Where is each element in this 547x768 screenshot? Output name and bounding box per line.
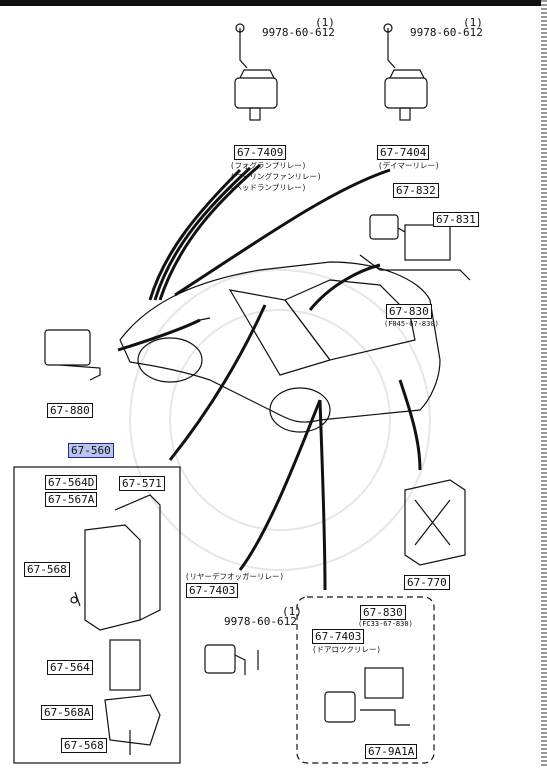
door-lock-group-frame <box>296 596 435 764</box>
car-outline <box>119 261 441 433</box>
part-67-880[interactable]: 67-880 <box>47 403 93 418</box>
bolt-note-left: (1) <box>315 16 335 29</box>
relay-7409-drawing <box>234 23 278 121</box>
part-67-831[interactable]: 67-831 <box>433 212 479 227</box>
bolt-label-bottom[interactable]: 9978-60-612 <box>224 615 297 628</box>
part-67-830-top[interactable]: 67-830 <box>386 304 432 319</box>
part-67-571[interactable]: 67-571 <box>119 476 165 491</box>
bolt-label-left[interactable]: 9978-60-612 <box>262 26 335 39</box>
part-67-830-top-note: (F045-67-830) <box>384 320 439 328</box>
part-67-830-bottom[interactable]: 67-830 <box>360 605 406 620</box>
module-770-drawing <box>404 479 466 566</box>
top-border-bar <box>0 0 547 6</box>
part-67-560[interactable]: 67-560 <box>68 443 114 458</box>
watermark-emblem <box>129 269 431 571</box>
part-67-7409[interactable]: 67-7409 <box>234 145 287 160</box>
part-67-7403-b-desc: (ドアロツクリレー) <box>312 645 382 654</box>
relay-831-832-drawing <box>359 214 471 281</box>
bolt-note-right: (1) <box>463 16 483 29</box>
assembly-560-frame <box>13 466 181 764</box>
relay-7403-drawing <box>204 644 259 675</box>
bolt-note-bottom: (1) <box>282 605 302 618</box>
part-67-830-bottom-note: (FC33-67-830) <box>358 620 413 628</box>
part-67-7404[interactable]: 67-7404 <box>377 145 430 160</box>
part-67-564D[interactable]: 67-564D <box>45 475 98 490</box>
part-67-7409-desc3: (ヘッドランプリレー) <box>230 183 307 192</box>
part-67-7404-desc: (デイマーリレー) <box>378 161 440 170</box>
part-67-7409-desc1: (フォグランプリレー) <box>230 161 307 170</box>
door-lock-relays-drawing <box>324 667 410 726</box>
part-67-7403[interactable]: 67-7403 <box>186 583 239 598</box>
relay-7404-drawing <box>383 23 428 121</box>
right-edge-strip <box>541 0 547 768</box>
bracket-880-drawing <box>44 329 101 381</box>
part-67-770[interactable]: 67-770 <box>404 575 450 590</box>
part-67-568-first[interactable]: 67-568 <box>24 562 70 577</box>
part-67-7403-desc: (リヤーデフオッガーリレー) <box>185 572 285 581</box>
part-67-568A[interactable]: 67-568A <box>41 705 94 720</box>
bolt-label-right[interactable]: 9978-60-612 <box>410 26 483 39</box>
leader-lines <box>117 163 422 591</box>
part-67-564[interactable]: 67-564 <box>47 660 93 675</box>
fuse-box-drawing <box>70 494 161 755</box>
part-67-567A[interactable]: 67-567A <box>45 492 98 507</box>
part-67-9A1A[interactable]: 67-9A1A <box>365 744 418 759</box>
part-67-7403-b[interactable]: 67-7403 <box>312 629 365 644</box>
part-67-832[interactable]: 67-832 <box>393 183 439 198</box>
part-67-7409-desc2: (クーリングファンリレー) <box>230 172 322 181</box>
part-67-568-second[interactable]: 67-568 <box>61 738 107 753</box>
